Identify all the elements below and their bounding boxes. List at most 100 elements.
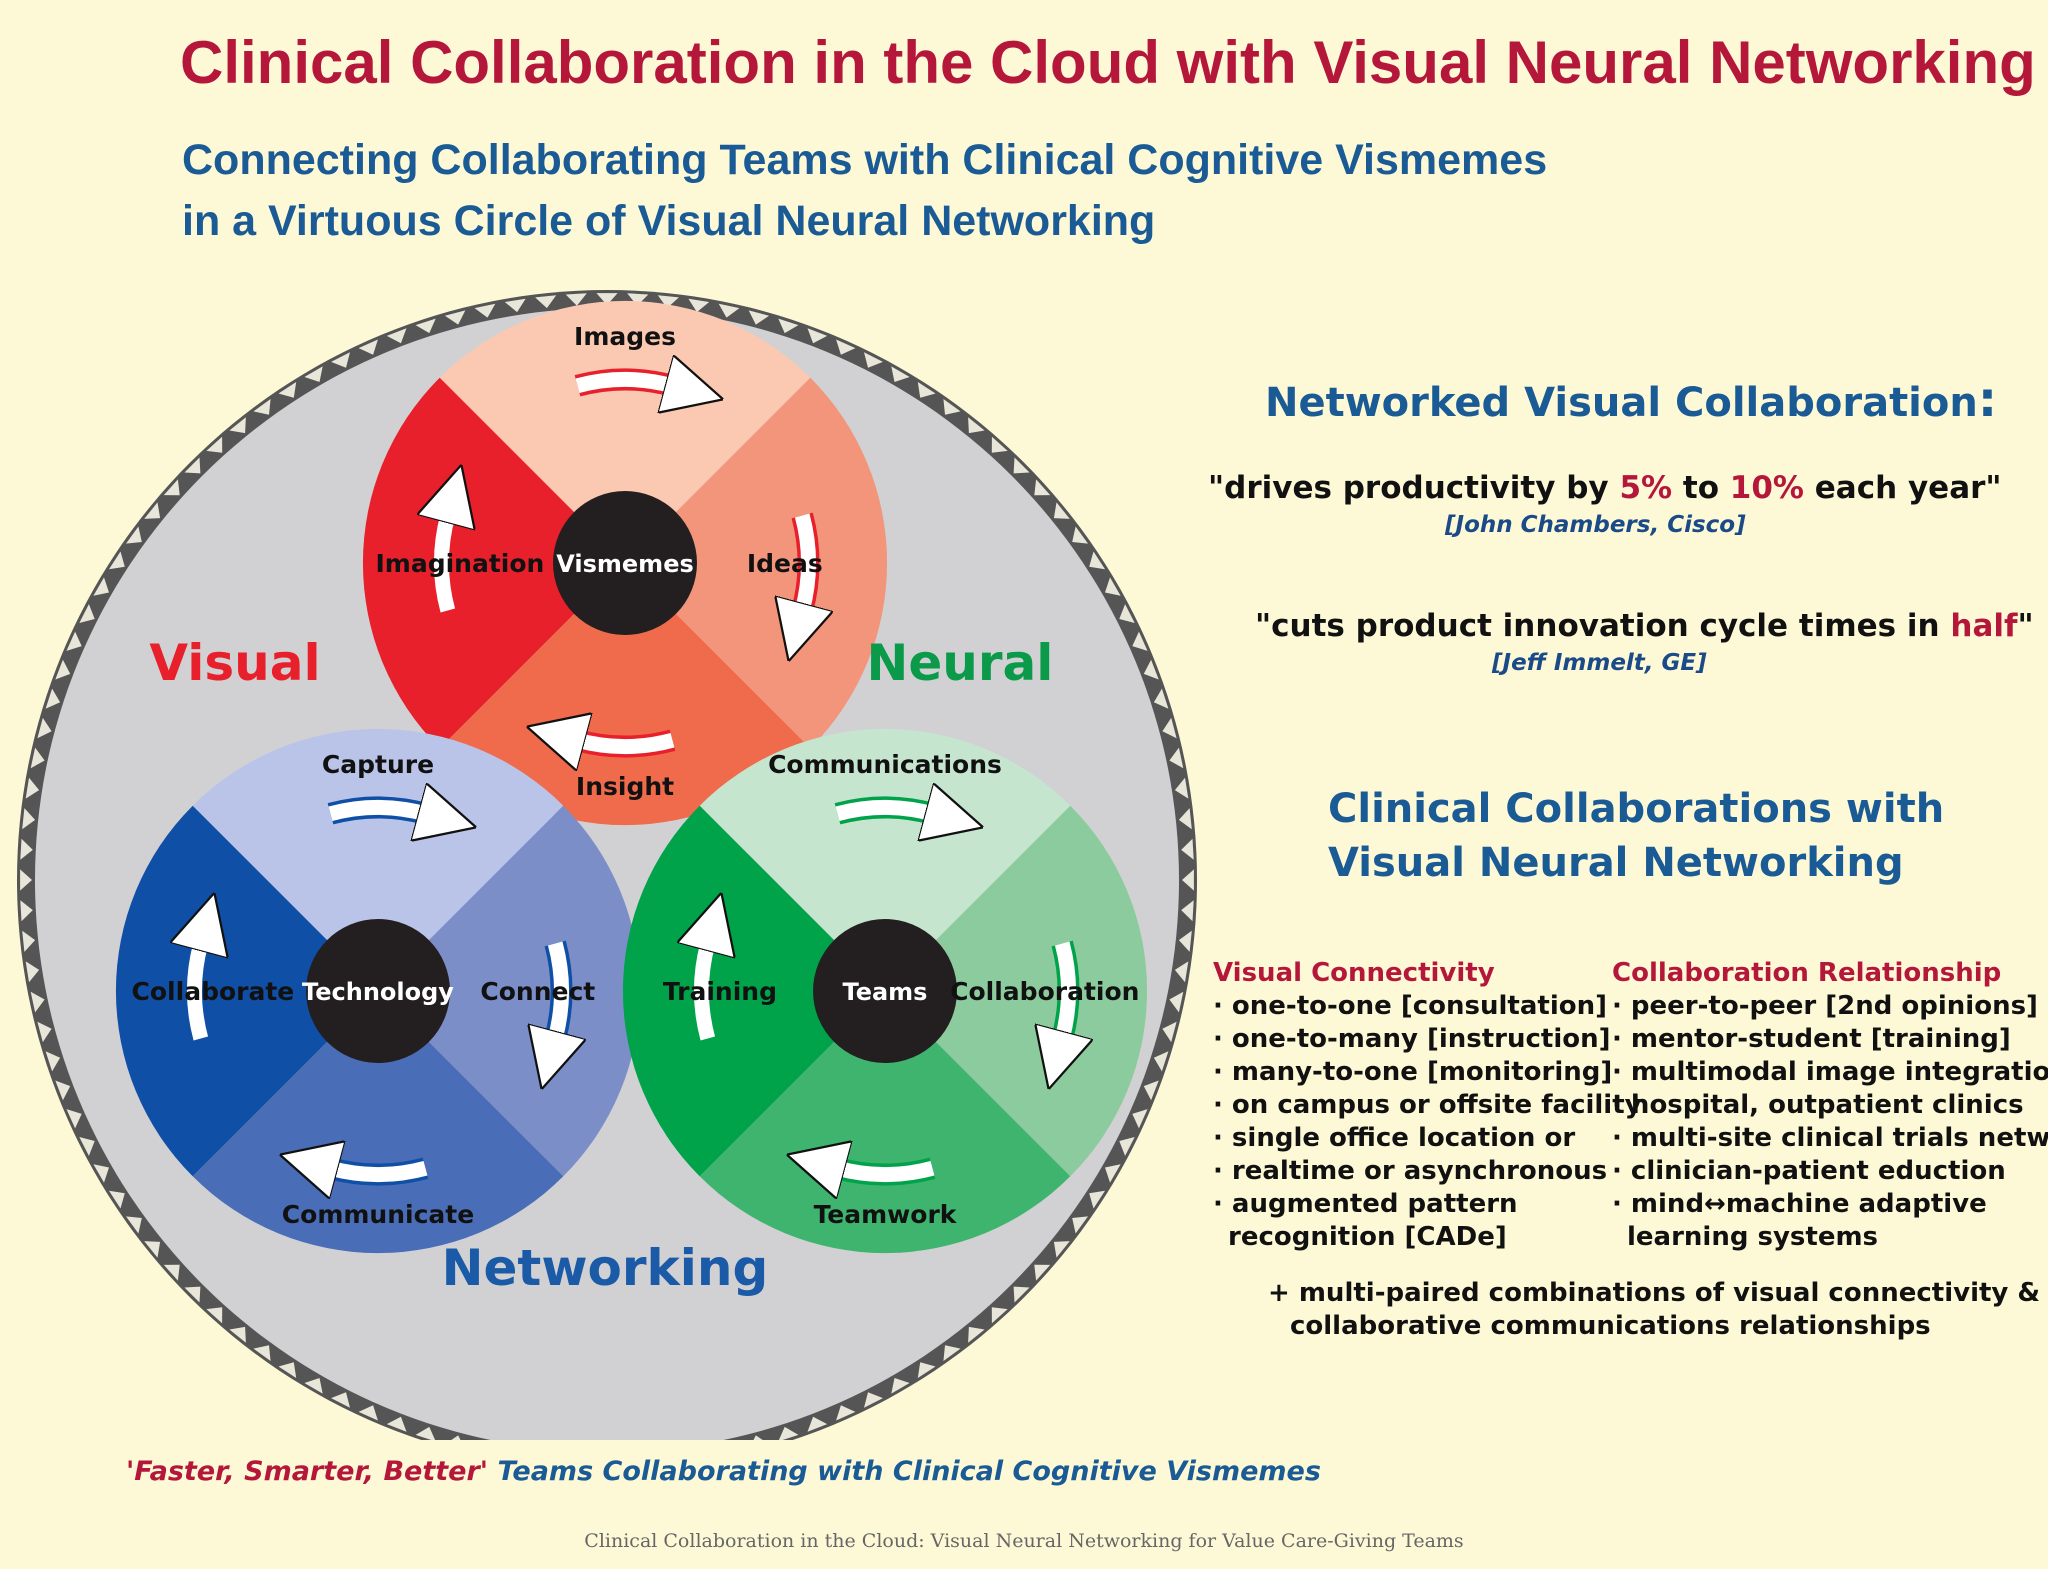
list-item: · realtime or asynchronous	[1213, 1156, 1608, 1186]
ring-tooth	[304, 366, 323, 382]
ring-tooth	[968, 417, 985, 434]
ring-tooth	[1072, 1216, 1088, 1234]
tagline-emphasis: 'Faster, Smarter, Better'	[126, 1456, 489, 1487]
list-item: · mentor-student [training]	[1612, 1024, 2011, 1054]
ring-tooth	[1105, 1164, 1121, 1183]
hub-teams	[813, 919, 957, 1063]
ring-tooth	[278, 382, 297, 398]
list-item: · mind↔machine adaptive	[1612, 1189, 1987, 1219]
ring-tooth	[1182, 869, 1194, 891]
ring-tooth	[45, 688, 61, 709]
cycle-arrow	[578, 740, 675, 746]
ring-tooth	[358, 339, 378, 355]
quote2-value: half	[1950, 608, 2018, 644]
label-teams-right: Collaboration	[950, 977, 1139, 1006]
ring-tooth	[66, 1109, 82, 1129]
ring-tooth	[1169, 991, 1184, 1013]
cycle-arrow	[802, 513, 808, 611]
label-technology-top: Capture	[322, 750, 434, 779]
ring-tooth	[79, 604, 95, 623]
list-item: · augmented pattern	[1213, 1189, 1518, 1219]
ring-tooth	[1143, 659, 1159, 680]
ring-tooth	[144, 1241, 161, 1258]
ring-tooth	[253, 1345, 271, 1361]
tagline-rest: Teams Collaborating with Clinical Cognit…	[488, 1456, 1321, 1487]
ring-tooth	[1162, 717, 1177, 739]
ring-tooth	[836, 339, 856, 355]
ring-tooth	[1178, 930, 1192, 952]
collaboration-relationship-list: · peer-to-peer [2nd opinions]· mentor-st…	[1612, 990, 2048, 1254]
cycle-arrow	[1062, 941, 1068, 1039]
page-title: Clinical Collaboration in the Cloud with…	[180, 29, 2036, 96]
ring-tooth	[20, 900, 33, 922]
ring-tooth	[93, 577, 109, 596]
ring-tooth	[93, 1164, 109, 1183]
ring-tooth	[163, 479, 180, 496]
clinical-heading-line-1: Clinical Collaborations with	[1328, 786, 1945, 832]
quote-innovation: "cuts product innovation cycle times in …	[1255, 608, 2034, 644]
ring-tooth	[891, 366, 910, 382]
networked-heading: Networked Visual Collaboration:	[1265, 372, 1997, 428]
ring-tooth	[206, 1307, 223, 1324]
ring-tooth	[358, 1405, 378, 1421]
hub-technology	[306, 919, 450, 1063]
page-subtitle: Connecting Collaborating Teams with Clin…	[182, 130, 1547, 252]
ring-tooth	[253, 399, 271, 415]
ring-tooth	[1178, 808, 1192, 830]
list-item: · one-to-many [instruction]	[1213, 1024, 1611, 1054]
label-vismemes-left: Imagination	[375, 549, 544, 578]
list-item: · on campus or offsite facility	[1213, 1090, 1642, 1120]
ring-tooth	[596, 293, 618, 305]
ring-tooth	[1053, 1241, 1070, 1258]
label-technology-bottom: Communicate	[282, 1200, 474, 1229]
ring-tooth	[1013, 457, 1030, 474]
cycle-arrow	[328, 808, 426, 814]
ring-tooth	[1053, 502, 1070, 519]
cite-immelt: [Jeff Immelt, GE]	[1492, 650, 1707, 676]
label-vismemes-top: Images	[574, 322, 676, 351]
ring-tooth	[45, 1051, 61, 1072]
ring-tooth	[1132, 1109, 1148, 1129]
ring-tooth	[66, 631, 82, 651]
ring-tooth	[1181, 900, 1194, 922]
ring-tooth	[304, 1378, 323, 1394]
ring-tooth	[836, 1405, 856, 1421]
ring-tooth	[718, 303, 740, 318]
list-item: recognition [CADe]	[1228, 1222, 1507, 1252]
ring-tooth	[386, 1416, 407, 1432]
ring-tooth	[627, 293, 649, 306]
subtitle-line-2: in a Virtuous Circle of Visual Neural Ne…	[182, 197, 1156, 245]
ring-tooth	[917, 382, 936, 398]
ring-tooth	[109, 1190, 125, 1209]
collaboration-relationship-heading: Collaboration Relationship	[1612, 958, 2002, 988]
ring-tooth	[891, 1378, 910, 1394]
ring-tooth	[807, 1416, 828, 1432]
label-visual: Visual	[149, 634, 320, 692]
ring-tooth	[474, 303, 496, 318]
label-vismemes-bottom: Insight	[576, 772, 674, 801]
visual-connectivity-list: · one-to-one [consultation]· one-to-many…	[1213, 990, 1642, 1254]
ring-tooth	[144, 502, 161, 519]
visual-connectivity-heading: Visual Connectivity	[1213, 958, 1495, 988]
list-item: · peer-to-peer [2nd opinions]	[1612, 991, 2038, 1021]
circle-teams: CommunicationsCollaborationTeamworkTrain…	[622, 728, 1148, 1254]
ring-tooth	[778, 318, 799, 334]
quote1-pre: "drives productivity by	[1208, 470, 1620, 506]
ring-tooth	[55, 659, 71, 680]
list-item: · many-to-one [monitoring]	[1213, 1057, 1613, 1087]
cycle-arrow	[195, 944, 201, 1041]
combinations-line-1: + multi-paired combinations of visual co…	[1268, 1278, 2041, 1308]
ring-tooth	[778, 1426, 799, 1440]
ring-tooth	[1181, 838, 1194, 860]
list-item: · multimodal image integration	[1612, 1057, 2048, 1087]
ring-tooth	[1174, 961, 1189, 983]
ring-tooth	[991, 1307, 1008, 1324]
ring-tooth	[386, 328, 407, 344]
ring-tooth	[109, 551, 125, 570]
cite-chambers: [John Chambers, Cisco]	[1445, 512, 1746, 538]
ring-tooth	[415, 318, 436, 334]
ring-tooth	[753, 1435, 763, 1440]
